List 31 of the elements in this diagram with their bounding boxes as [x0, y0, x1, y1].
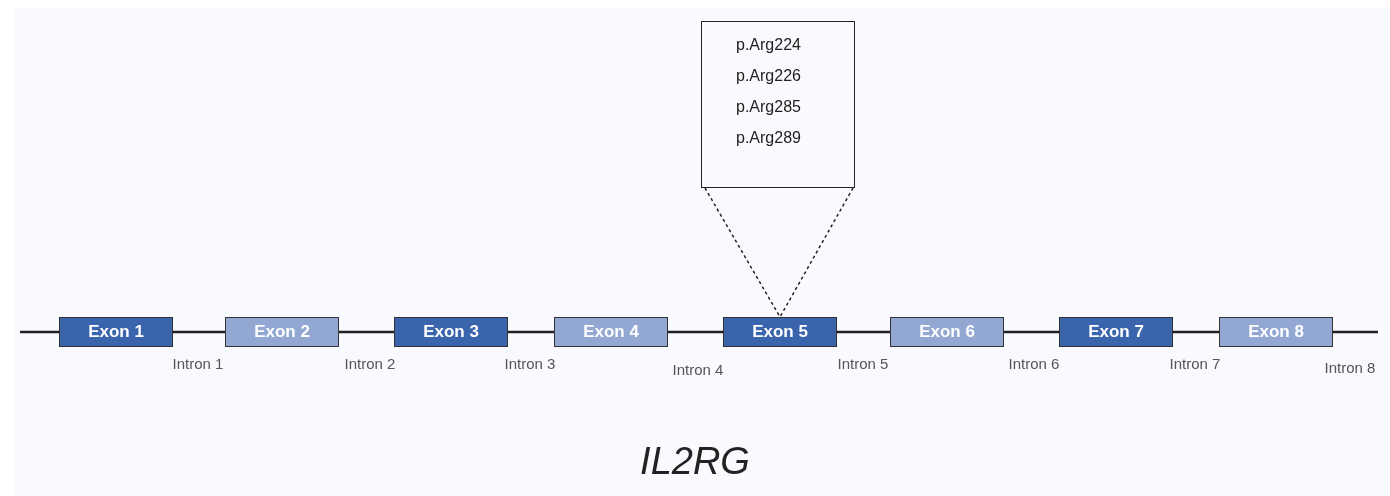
- callout-box: [701, 21, 855, 188]
- intron-label: Intron 3: [504, 355, 556, 372]
- mutation-label: p.Arg224: [736, 36, 801, 54]
- dna-line: [339, 330, 394, 334]
- mutation-label: p.Arg289: [736, 129, 801, 147]
- exon-box: Exon 6: [890, 317, 1004, 347]
- dna-line: [668, 330, 723, 334]
- intron-label: Intron 4: [672, 361, 724, 378]
- intron-label: Intron 6: [1008, 355, 1060, 372]
- exon-box: Exon 1: [59, 317, 173, 347]
- exon-box: Exon 5: [723, 317, 837, 347]
- exon-box: Exon 4: [554, 317, 668, 347]
- gene-name: IL2RG: [639, 440, 751, 483]
- intron-label: Intron 5: [837, 355, 889, 372]
- exon-box: Exon 2: [225, 317, 339, 347]
- dna-line: [508, 330, 554, 334]
- dna-line: [1173, 330, 1219, 334]
- exon-box: Exon 8: [1219, 317, 1333, 347]
- intron-label: Intron 8: [1324, 359, 1376, 376]
- intron-label: Intron 2: [344, 355, 396, 372]
- intron-label: Intron 7: [1169, 355, 1221, 372]
- zoom-line: [779, 187, 854, 318]
- intron-label: Intron 1: [172, 355, 224, 372]
- zoom-line: [704, 187, 781, 318]
- dna-line: [1004, 330, 1059, 334]
- exon-box: Exon 3: [394, 317, 508, 347]
- dna-line: [837, 330, 890, 334]
- exon-box: Exon 7: [1059, 317, 1173, 347]
- dna-line: [173, 330, 225, 334]
- mutation-label: p.Arg285: [736, 98, 801, 116]
- mutation-label: p.Arg226: [736, 67, 801, 85]
